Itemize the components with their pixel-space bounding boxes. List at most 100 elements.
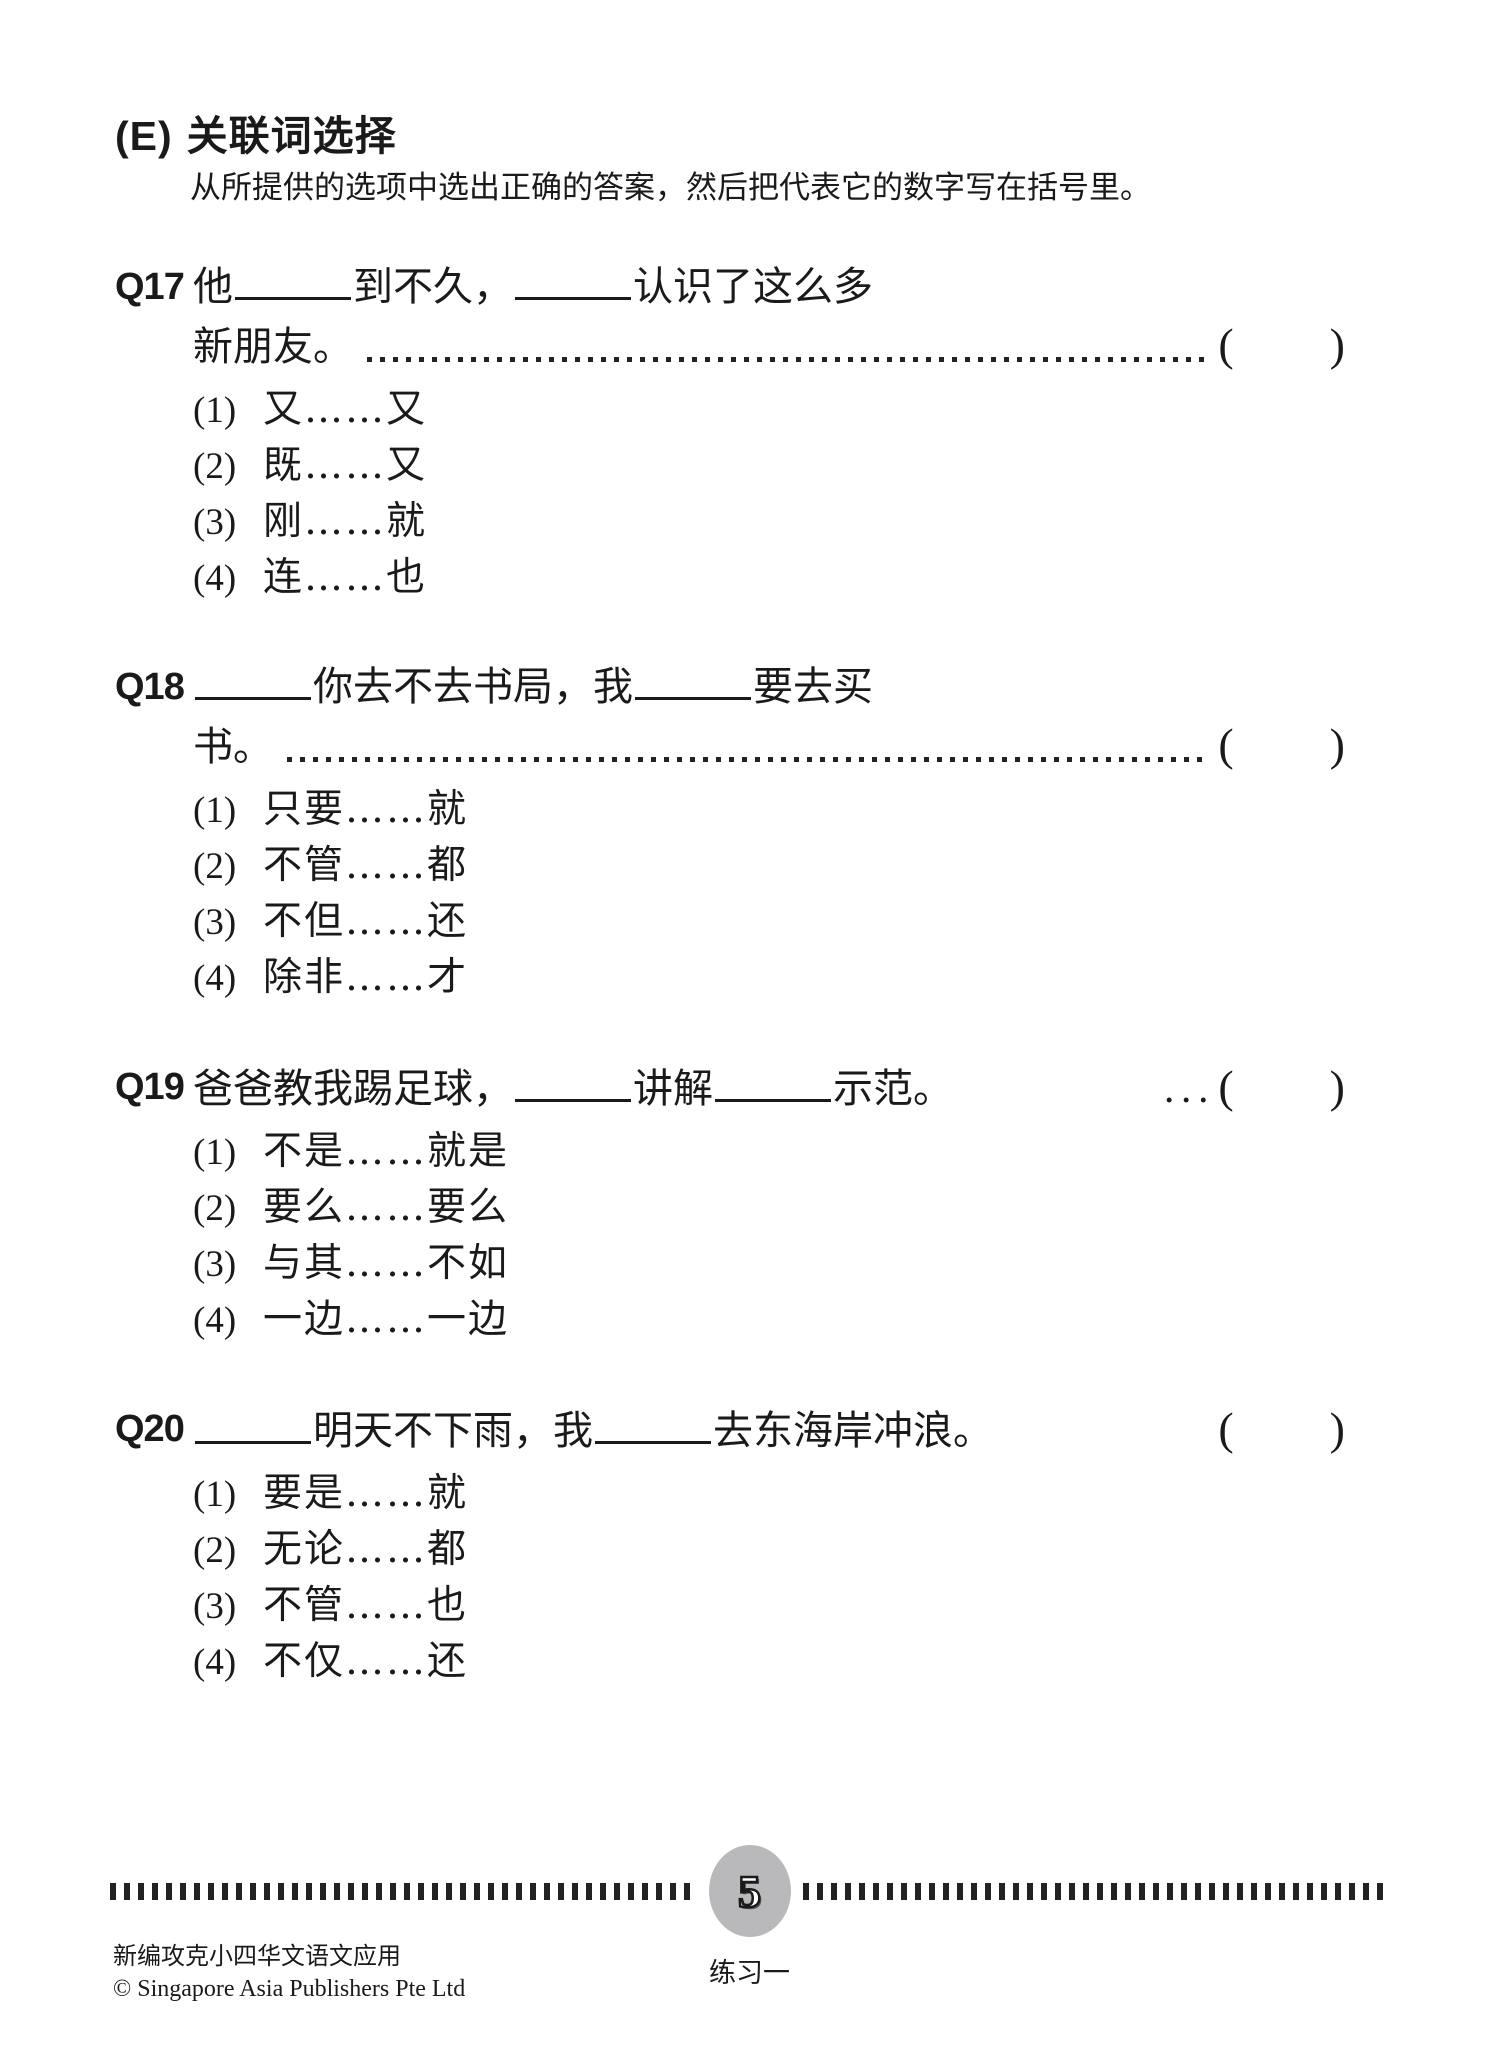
option-text: 又……又 (263, 387, 428, 432)
option-row: (3)不但……还 (193, 894, 1345, 950)
option-text: 除非……才 (263, 955, 469, 1000)
answer-blank (595, 1441, 711, 1444)
question-text: 去东海岸冲浪。 (713, 1408, 993, 1454)
question-text: 示范。 (833, 1066, 953, 1112)
question-number: Q19 (115, 1066, 185, 1108)
option-text: 不管……也 (263, 1583, 469, 1628)
option-row: (2) 既……又 (193, 438, 1345, 494)
options-list: (1) 只要……就 (2) 不管……都 (3)不但……还 (4) 除非……才 (193, 782, 1345, 1006)
section-header: (E) 关联词选择 (115, 0, 1499, 160)
question-text: 到不久， (353, 264, 513, 310)
question-line: 新朋友。() (193, 316, 1345, 376)
question-text: 要去买 (753, 664, 873, 710)
book-title: 新编攻克小四华文语文应用 (113, 1942, 401, 1970)
option-text: 不是……就是 (263, 1129, 510, 1174)
section-title: 关联词选择 (186, 113, 397, 159)
question-line: 明天不下雨，我 去东海岸冲浪。 () (193, 1400, 1345, 1460)
dotted-rule-left (110, 1882, 697, 1900)
option-text: 连……也 (263, 555, 428, 600)
option-number: (4) (193, 1300, 237, 1341)
option-text: 刚……就 (263, 499, 428, 544)
option-row: (4) 连……也 (193, 550, 1345, 606)
question-line: 书。 () (193, 716, 1345, 776)
options-list: (1) 不是……就是 (2)要么……要么(3)与其……不如 (4) 一边……一边 (193, 1124, 1345, 1348)
open-paren: ( (1218, 719, 1234, 770)
section-label: (E) (115, 113, 173, 159)
open-paren: ( (1218, 319, 1234, 370)
question-body: 爸爸教我踢足球，讲解示范。...() (1) 不是……就是 (2)要么……要么(3)与… (193, 1058, 1345, 1348)
option-number: (2) (193, 846, 237, 887)
option-row: (2)要么……要么 (193, 1180, 1345, 1236)
option-row: (2) 无论……都 (193, 1522, 1345, 1578)
option-number: (3) (193, 502, 237, 543)
question-text: 书。 (193, 724, 273, 770)
options-list: (1) 要是……就 (2) 无论……都 (3) 不管……也 (4) 不仅……还 (193, 1466, 1345, 1690)
option-text: 无论……都 (263, 1527, 469, 1572)
close-paren: ) (1329, 1061, 1345, 1112)
dotted-rule-right (802, 1882, 1389, 1900)
exercise-label: 练习一 (709, 1958, 790, 1988)
open-paren: ( (1218, 1061, 1234, 1112)
option-text: 不但……还 (263, 899, 469, 944)
footer-bottom: 新编攻克小四华文语文应用 © Singapore Asia Publishers… (0, 1939, 1499, 2005)
option-text: 只要……就 (263, 787, 469, 832)
copyright-line: © Singapore Asia Publishers Pte Ltd (113, 1976, 466, 2002)
option-row: (3)与其……不如 (193, 1236, 1345, 1292)
question-number: Q18 (115, 666, 185, 708)
option-row: (2) 不管……都 (193, 838, 1345, 894)
option-row: (3) 刚……就 (193, 494, 1345, 550)
option-number: (1) (193, 390, 237, 431)
answer-bracket: () (1218, 1400, 1345, 1458)
page-number-badge: 5 (708, 1845, 791, 1937)
option-number: (2) (193, 1188, 237, 1229)
option-text: 不仅……还 (263, 1639, 469, 1684)
option-number: (4) (193, 958, 237, 999)
instruction-text: 从所提供的选项中选出正确的答案，然后把代表它的数字写在括号里。 (190, 170, 1151, 205)
question-line: 你去不去书局，我 要去买 (193, 658, 1345, 716)
option-number: (2) (193, 446, 237, 487)
option-text: 不管……都 (263, 843, 469, 888)
answer-bracket: () (1218, 716, 1345, 774)
question-number: Q20 (115, 1408, 185, 1450)
option-text: 一边……一边 (263, 1297, 510, 1342)
question-number: Q17 (115, 266, 185, 308)
option-row: (1) 不是……就是 (193, 1124, 1345, 1180)
question-body: 明天不下雨，我 去东海岸冲浪。 () (1) 要是……就 (2) 无论……都 (3) 不管……也… (193, 1400, 1345, 1690)
option-row: (4) 不仅……还 (193, 1634, 1345, 1690)
option-number: (3) (193, 1244, 237, 1285)
close-paren: ) (1329, 1403, 1345, 1454)
answer-blank (715, 1099, 831, 1102)
option-row: (1) 只要……就 (193, 782, 1345, 838)
option-text: 既……又 (263, 443, 428, 488)
question-Q18: Q18 你去不去书局，我 要去买书。 () (1) 只要……就 (2) 不管……都 (3)不但…… (115, 658, 1345, 1006)
options-list: (1) 又……又 (2) 既……又 (3) 刚……就 (4) 连……也 (193, 382, 1345, 606)
question-text: 你去不去书局，我 (313, 664, 633, 710)
option-number: (4) (193, 558, 237, 599)
option-number: (1) (193, 790, 237, 831)
option-row: (3) 不管……也 (193, 1578, 1345, 1634)
open-paren: ( (1218, 1403, 1234, 1454)
option-number: (4) (193, 1642, 237, 1683)
option-row: (1) 要是……就 (193, 1466, 1345, 1522)
option-number: (1) (193, 1474, 237, 1515)
option-number: (3) (193, 1586, 237, 1627)
question-line: 爸爸教我踢足球，讲解示范。...() (193, 1058, 1345, 1118)
answer-blank (195, 1441, 311, 1444)
question-body: 你去不去书局，我要去买书。()(1)只要……就(2)不管……都(3)不但……还(… (193, 658, 1345, 1006)
question-text: 爸爸教我踢足球， (193, 1066, 513, 1112)
option-row: (1) 又……又 (193, 382, 1345, 438)
footer-dotted-rule: 5 (110, 1845, 1389, 1937)
question-Q20: Q20 明天不下雨，我 去东海岸冲浪。 () (1) 要是……就 (2) 无论……都 (3) 不管… (115, 1400, 1345, 1690)
answer-blank (515, 297, 631, 300)
answer-bracket: () (1218, 316, 1345, 374)
option-number: (2) (193, 1530, 237, 1571)
option-row: (4) 除非……才 (193, 950, 1345, 1006)
option-number: (1) (193, 1132, 237, 1173)
option-row: (4) 一边……一边 (193, 1292, 1345, 1348)
answer-blank (195, 697, 311, 700)
question-text: 明天不下雨，我 (313, 1408, 593, 1454)
option-text: 要是……就 (263, 1471, 469, 1516)
